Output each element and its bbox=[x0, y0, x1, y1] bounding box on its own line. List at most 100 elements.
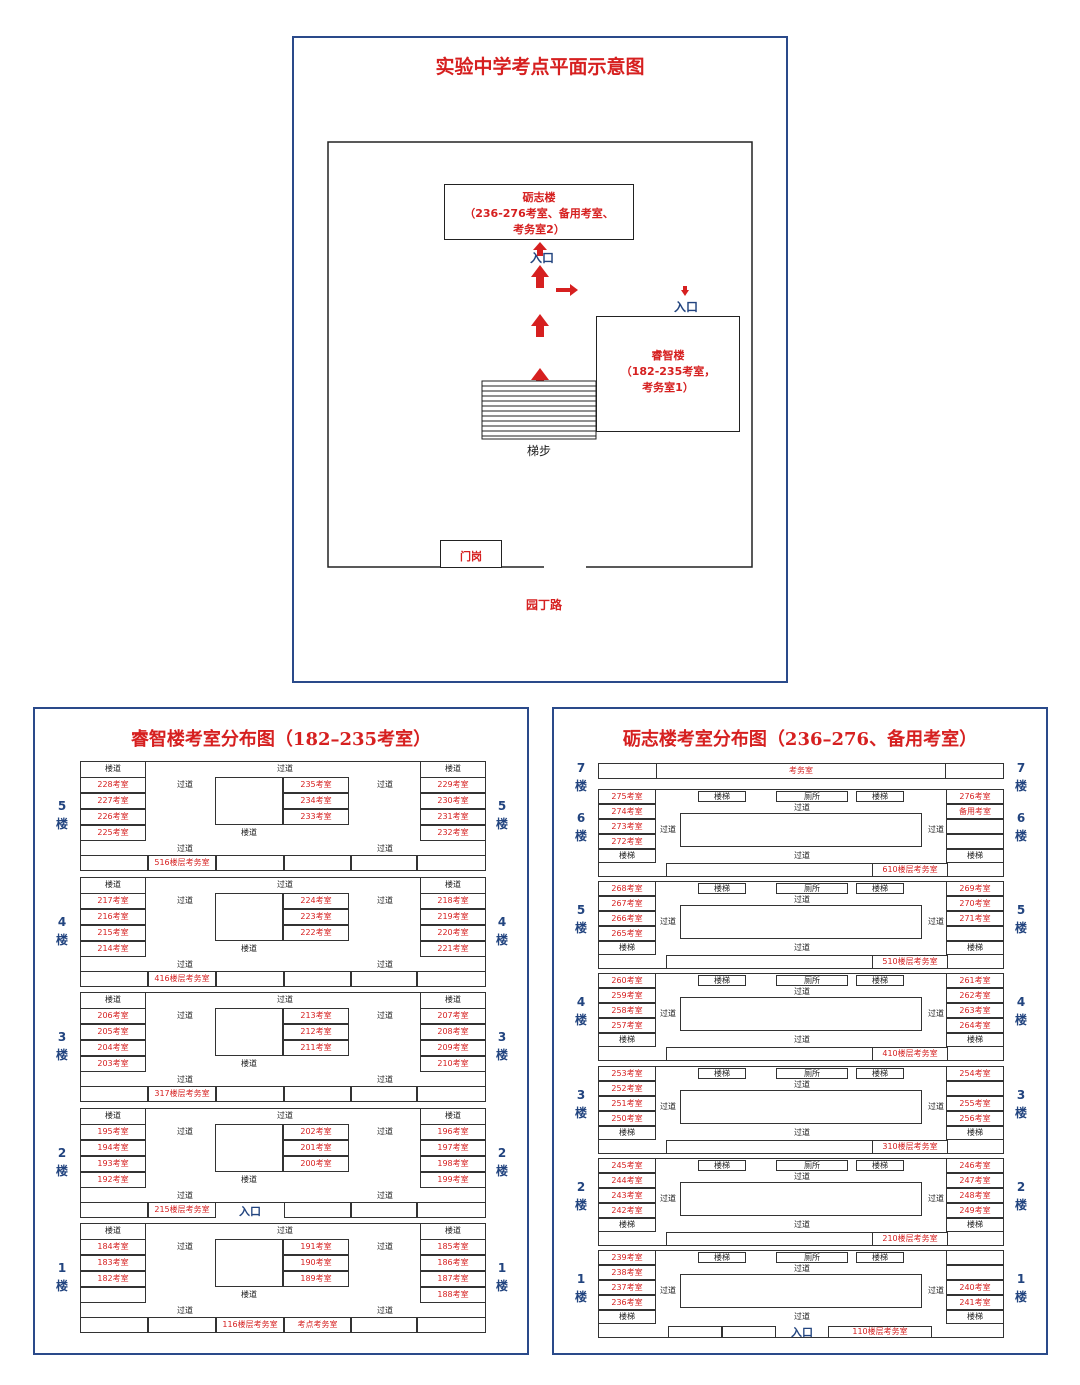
room-cell bbox=[598, 1202, 656, 1218]
room-cell bbox=[598, 834, 656, 849]
room-label: 272考室 bbox=[611, 837, 643, 846]
ruizhi-title: 睿智楼考室分布图（182–235考室） bbox=[130, 729, 432, 750]
room-label: 193考室 bbox=[97, 1158, 129, 1168]
room-label: 510楼层考务室 bbox=[882, 957, 938, 967]
floor-label: 楼 bbox=[1014, 1290, 1027, 1304]
office-cell bbox=[668, 1326, 722, 1338]
floor-label: 楼 bbox=[55, 932, 68, 947]
room-label: 239考室 bbox=[611, 1253, 643, 1262]
stairs-label: 楼梯 bbox=[619, 1035, 635, 1045]
room-label: 233考室 bbox=[300, 812, 332, 821]
room-label: 267考室 bbox=[611, 899, 643, 909]
lizhi-building: 砺志楼 （236-276考室、备用考室、 考务室2） bbox=[444, 184, 634, 240]
office-cell bbox=[351, 1317, 417, 1333]
courtyard bbox=[215, 1123, 283, 1172]
office-cell bbox=[284, 1201, 351, 1218]
room-label: 200考室 bbox=[300, 1158, 332, 1168]
stairs-cell bbox=[698, 1159, 746, 1171]
room-cell bbox=[80, 1024, 146, 1040]
toilet-cell bbox=[776, 975, 848, 987]
office-cell bbox=[872, 955, 948, 970]
corridor-label: 过道 bbox=[377, 1242, 393, 1251]
room-label: 265考室 bbox=[611, 929, 643, 939]
room-cell bbox=[598, 926, 656, 942]
stairs-label: 楼梯 bbox=[619, 851, 635, 860]
office-cell bbox=[216, 1086, 284, 1102]
gate-label: 门岗 bbox=[460, 550, 482, 563]
corridor-label: 过道 bbox=[794, 851, 810, 860]
room-cell bbox=[80, 1239, 146, 1255]
corridor-label: 过道 bbox=[377, 959, 393, 969]
stairs-label: 楼梯 bbox=[967, 1219, 983, 1229]
room-label: 184考室 bbox=[97, 1242, 129, 1251]
room-label: 197考室 bbox=[437, 1142, 469, 1152]
room-label: 190考室 bbox=[300, 1258, 332, 1267]
room-label: 205考室 bbox=[97, 1027, 129, 1036]
room-label: 264考室 bbox=[959, 1021, 991, 1031]
floor-number: 5 bbox=[497, 799, 507, 813]
corridor-label: 过道 bbox=[794, 1219, 810, 1229]
corridor-label: 过道 bbox=[794, 987, 810, 997]
toilet-cell bbox=[776, 791, 848, 802]
room-label: 273考室 bbox=[611, 822, 643, 831]
room-label: 261考室 bbox=[959, 976, 991, 986]
room-label: 225考室 bbox=[97, 828, 129, 837]
office-cell bbox=[417, 1317, 486, 1333]
room-label: 251考室 bbox=[611, 1098, 643, 1108]
office-cell bbox=[216, 1317, 284, 1333]
room-cell bbox=[283, 1155, 349, 1172]
room-cell bbox=[946, 988, 1004, 1004]
room-cell bbox=[946, 926, 1004, 942]
floor-label: 楼 bbox=[1014, 779, 1027, 793]
stairs-label: 楼梯 bbox=[967, 1035, 983, 1045]
corridor-label: 过道 bbox=[794, 1035, 810, 1045]
room-cell bbox=[283, 777, 349, 793]
room-cell bbox=[598, 1172, 656, 1188]
stairs-label: 楼梯 bbox=[872, 1068, 888, 1078]
floor-label: 楼 bbox=[1014, 921, 1027, 936]
lizhi-entrance-label: 入口 bbox=[529, 251, 554, 265]
room-label: 215考室 bbox=[97, 927, 129, 937]
floor-number: 5 bbox=[57, 799, 67, 813]
room-cell bbox=[420, 809, 486, 825]
room-cell bbox=[946, 1265, 1004, 1280]
stairs-cell bbox=[598, 1217, 656, 1232]
room-cell bbox=[598, 973, 656, 989]
floor-label: 楼 bbox=[574, 921, 587, 936]
room-label: 210楼层考务室 bbox=[882, 1233, 938, 1243]
steps-icon bbox=[481, 380, 597, 440]
corridor-label: 过道 bbox=[377, 780, 393, 789]
room-label: 232考室 bbox=[437, 828, 469, 837]
courtyard bbox=[215, 777, 283, 825]
floor-number: 6 bbox=[576, 811, 586, 825]
office-cell bbox=[284, 970, 351, 987]
room-cell bbox=[80, 892, 146, 909]
room-label: 204考室 bbox=[97, 1043, 129, 1052]
site-map-title: 实验中学考点平面示意图 bbox=[435, 56, 645, 78]
room-cell bbox=[80, 1123, 146, 1140]
corridor-label: 过道 bbox=[377, 1190, 393, 1200]
room-cell bbox=[283, 1139, 349, 1156]
toilet-cell bbox=[776, 1067, 848, 1079]
room-cell bbox=[80, 940, 146, 957]
office-cell bbox=[351, 855, 417, 871]
floor-number: 4 bbox=[497, 914, 507, 929]
room-label: 610楼层考务室 bbox=[882, 865, 938, 874]
right-arrow-icon bbox=[556, 284, 578, 296]
room-label: 198考室 bbox=[437, 1158, 469, 1168]
floor-number: 2 bbox=[1016, 1179, 1026, 1194]
room-cell bbox=[420, 1040, 486, 1056]
office-cell bbox=[872, 1047, 948, 1062]
room-cell bbox=[946, 896, 1004, 912]
room-cell bbox=[598, 896, 656, 912]
corridor-label: 过道 bbox=[928, 1101, 944, 1111]
room-label: 248考室 bbox=[959, 1190, 991, 1200]
floor-label: 楼 bbox=[574, 1197, 587, 1212]
corridor-label: 过道 bbox=[794, 1079, 810, 1089]
entrance-label: 入口 bbox=[239, 1204, 261, 1218]
floor-label: 楼 bbox=[574, 829, 587, 843]
room-cell bbox=[283, 1008, 349, 1024]
stairs-label: 楼梯 bbox=[714, 1160, 730, 1170]
office-cell bbox=[872, 1231, 948, 1246]
